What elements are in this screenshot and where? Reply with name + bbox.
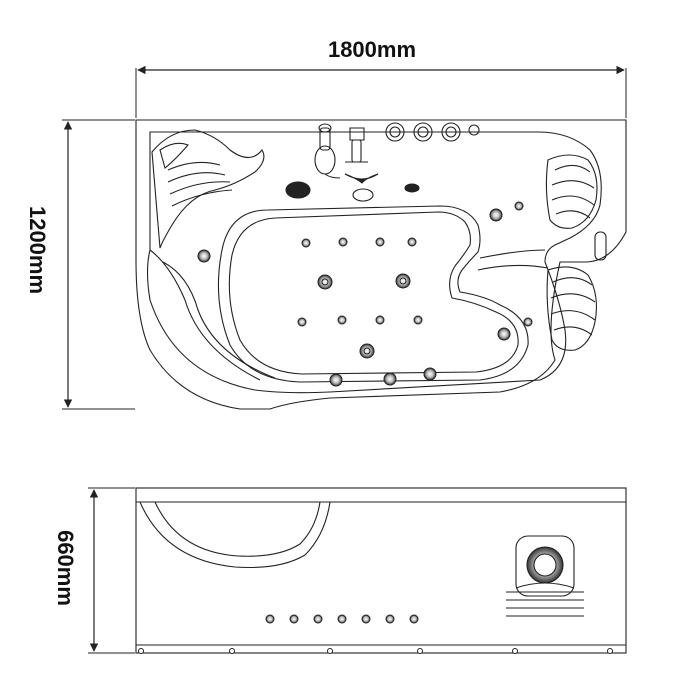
side-apron xyxy=(135,487,627,654)
tub-basin xyxy=(217,205,529,383)
adjustable-feet xyxy=(138,648,613,654)
headrest-right-bottom xyxy=(546,266,597,351)
jet xyxy=(409,614,419,624)
width-dimension: 1800mm xyxy=(135,37,627,118)
jet xyxy=(375,237,385,247)
side-jet xyxy=(197,249,211,263)
bathtub-top-view xyxy=(135,119,627,410)
jet xyxy=(289,614,299,624)
jet xyxy=(297,317,307,327)
side-jet xyxy=(514,201,524,211)
height-label: 660mm xyxy=(53,530,78,606)
width-label: 1800mm xyxy=(328,37,416,62)
jet xyxy=(361,614,371,624)
bathtub-side-view xyxy=(135,487,627,654)
length-label: 1200mm xyxy=(25,206,50,294)
faucet xyxy=(314,123,368,179)
side-view-jets xyxy=(265,614,419,624)
tub-profile xyxy=(139,501,331,568)
jet xyxy=(359,343,375,359)
side-jet xyxy=(423,367,437,381)
jet xyxy=(407,237,417,247)
side-jet xyxy=(523,317,533,327)
top-view-jets xyxy=(197,201,533,387)
length-dimension: 1200mm xyxy=(25,119,135,410)
side-jet xyxy=(489,208,503,222)
rim-fitting xyxy=(352,188,374,202)
jet xyxy=(317,274,333,290)
height-dimension: 660mm xyxy=(53,487,135,654)
jet xyxy=(395,273,411,289)
jet xyxy=(385,614,395,624)
jet xyxy=(375,315,385,325)
headrest-left xyxy=(151,129,265,249)
rim-drain xyxy=(285,181,311,199)
jet xyxy=(337,315,347,325)
jet xyxy=(313,614,323,624)
side-jet xyxy=(497,327,511,341)
jet xyxy=(301,238,311,248)
jet xyxy=(413,315,423,325)
jet xyxy=(338,237,348,247)
side-jet xyxy=(329,373,343,387)
tub-outer-shell xyxy=(135,119,627,410)
headrest-right-top xyxy=(545,154,598,229)
drain xyxy=(383,372,397,386)
jet xyxy=(337,614,347,624)
overflow-drain xyxy=(594,231,607,261)
pump-motor xyxy=(506,535,584,617)
control-knobs xyxy=(385,122,480,142)
tub-rim xyxy=(146,131,602,394)
jet xyxy=(265,614,275,624)
